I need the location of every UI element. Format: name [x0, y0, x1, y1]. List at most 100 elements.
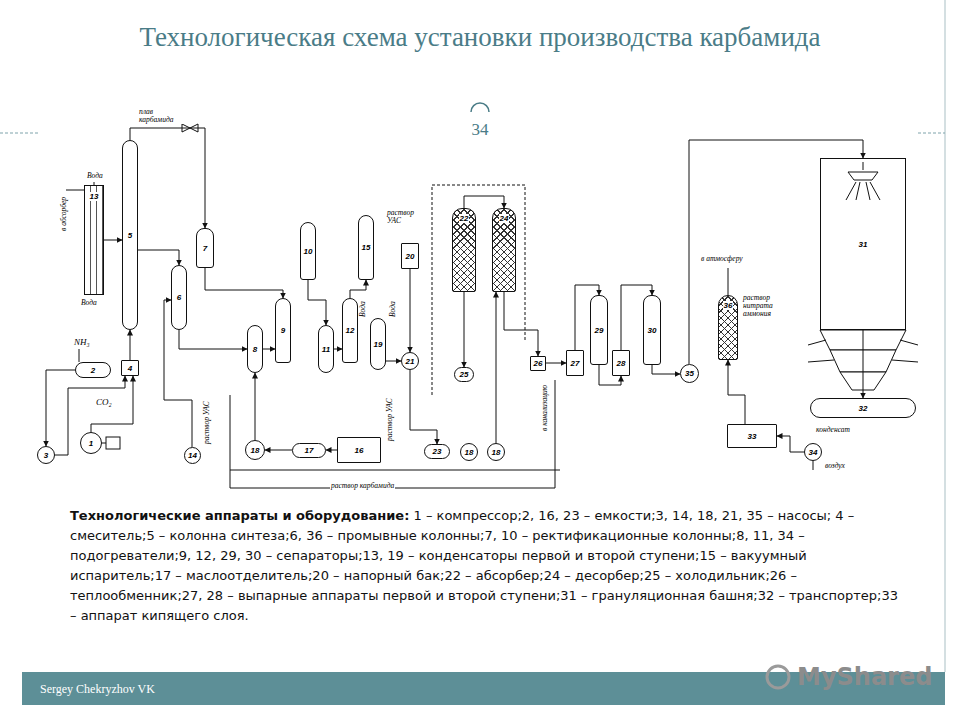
spray-lines	[846, 182, 880, 200]
flow-line	[410, 370, 437, 444]
apparatus-box: 16	[337, 437, 381, 463]
separator-vessel: 29	[590, 295, 608, 365]
note-heading: Технологические аппараты и оборудование:	[70, 508, 409, 523]
flow-line	[504, 292, 538, 356]
callout-number: 2	[90, 366, 96, 375]
sprinkler-symbol	[863, 162, 864, 170]
stream-label: раствор УАС	[386, 397, 394, 442]
pump-circle: 21	[401, 352, 419, 370]
callout-number: 14	[187, 451, 198, 460]
flow-line	[546, 363, 566, 364]
pump-circle: 3	[37, 446, 55, 464]
motor-symbol	[106, 437, 120, 449]
pipe-line	[555, 380, 556, 488]
flow-line	[652, 365, 680, 374]
callout-number: 10	[303, 247, 314, 256]
separator-vessel: 12	[342, 298, 358, 363]
apparatus-box: 27	[566, 350, 584, 376]
conveyor-belt: 32	[810, 398, 916, 418]
stream-label: воздух	[824, 462, 846, 470]
callout-number: 15	[361, 243, 372, 252]
callout-number: 18	[464, 448, 475, 457]
note-body: 1 – компрессор;2, 16, 23 – емкости;3, 14…	[70, 508, 898, 623]
granulation-tower: 31	[820, 158, 906, 330]
tank-vessel: 23	[424, 444, 450, 459]
tank-vessel: 2	[75, 362, 111, 378]
watermark-icon	[767, 666, 789, 688]
stream-label: Вода	[359, 300, 367, 318]
apparatus-box: 33	[727, 424, 777, 448]
callout-number: 18	[250, 446, 261, 455]
callout-number: 34	[808, 448, 819, 457]
callout-number: 13	[89, 192, 100, 201]
flow-line	[179, 330, 247, 349]
pump-circle: 18	[487, 443, 505, 461]
pipe-line	[230, 470, 560, 471]
air-line	[813, 461, 814, 470]
callout-number: 25	[459, 370, 470, 379]
callout-number: 11	[321, 345, 331, 354]
flow-line	[410, 269, 411, 352]
flow-line	[255, 373, 256, 440]
callout-number: 17	[304, 446, 315, 455]
pump-circle: 18	[245, 440, 265, 460]
flow-line	[728, 360, 745, 424]
callout-number: 6	[176, 293, 182, 302]
stream-label: в канализацию	[541, 384, 549, 432]
tank-vessel: 17	[292, 443, 326, 458]
apparatus-box: 26	[530, 356, 546, 371]
callout-number: 36	[723, 301, 734, 310]
flow-line	[350, 280, 366, 298]
callout-number: 7	[202, 244, 208, 253]
stream-label: NH₃	[73, 337, 91, 347]
pump-circle: 34	[804, 443, 822, 461]
callout-number: 31	[858, 240, 869, 249]
stream-label: в абсорбер	[60, 196, 68, 232]
frame-line	[945, 0, 946, 672]
flow-line	[205, 268, 283, 298]
title-arc	[471, 103, 489, 112]
callout-number: 23	[432, 447, 443, 456]
callout-number: 22	[459, 214, 470, 223]
flow-line	[326, 450, 337, 451]
pipe-line	[230, 395, 231, 488]
pipe-line	[432, 185, 525, 395]
callout-number: 16	[354, 446, 365, 455]
apparatus-box: 28	[612, 350, 630, 376]
callout-number: 4	[127, 364, 133, 373]
slide-title: Технологическая схема установки производ…	[110, 20, 850, 55]
flow-line	[386, 361, 401, 362]
callout-number: 20	[405, 252, 416, 261]
flow-line	[308, 280, 326, 325]
stream-label: Вода	[86, 172, 104, 180]
pump-circle: 14	[184, 447, 201, 464]
flow-line	[265, 450, 292, 451]
column-vessel: 6	[171, 265, 187, 330]
callout-number: 8	[252, 345, 258, 354]
stream-label: плав карбамида	[138, 108, 184, 124]
callout-number: 30	[647, 326, 658, 335]
callout-number: 28	[616, 359, 627, 368]
callout-number: 5	[127, 231, 133, 240]
flow-line	[55, 376, 125, 455]
column-vessel: 8	[247, 325, 263, 373]
callout-number: 18	[491, 448, 502, 457]
pump-circle: 1	[80, 432, 102, 454]
flow-line	[138, 250, 179, 265]
apparatus-box: 4	[121, 360, 139, 376]
slide-number: 34	[465, 120, 495, 140]
flow-line	[130, 128, 205, 228]
sprinkler-symbol	[848, 172, 878, 180]
frame-line	[918, 133, 945, 134]
watermark: MyShared	[797, 663, 932, 691]
packed-column: 24	[492, 208, 516, 292]
stream-label: в атмосферу	[700, 255, 744, 263]
callout-number: 9	[280, 326, 286, 335]
equipment-note: Технологические аппараты и оборудование:…	[70, 506, 906, 626]
flow-line	[496, 292, 497, 443]
stream-label: конденсат	[815, 426, 851, 434]
flow-line	[863, 330, 864, 398]
pump-circle: 35	[680, 364, 699, 383]
heat-exchanger: 13	[84, 185, 104, 295]
apparatus-box: 20	[401, 243, 419, 269]
